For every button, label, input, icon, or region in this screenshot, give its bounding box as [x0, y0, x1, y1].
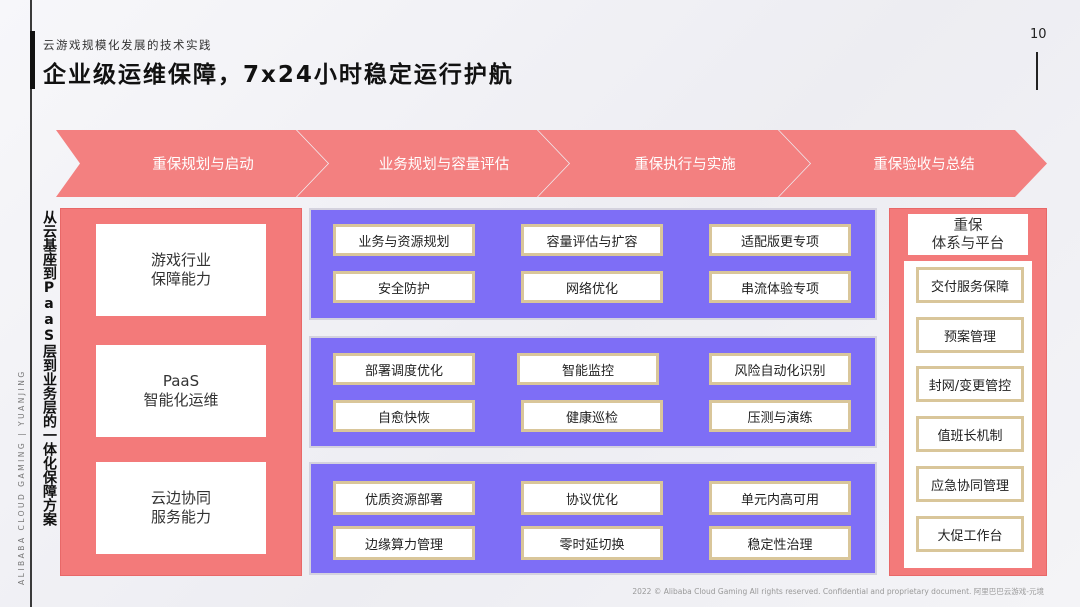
side-brand-text: ALIBABA CLOUD GAMING | YUANJING [17, 369, 26, 585]
platform-item-4: 值班长机制 [916, 416, 1024, 452]
platform-item-2: 预案管理 [916, 317, 1024, 353]
stage-arrow-1: 重保规划与启动 [56, 130, 328, 197]
title-accent-bar [30, 31, 35, 89]
group3-cell-6: 稳定性治理 [709, 526, 851, 560]
capability-line: PaaS [162, 372, 200, 390]
capability-line: 云边协同 [150, 489, 211, 507]
stage-label: 重保执行与实施 [634, 157, 736, 173]
group1-cell-1: 业务与资源规划 [333, 224, 475, 256]
right-header-line: 体系与平台 [931, 235, 1005, 252]
stage-arrow-2: 业务规划与容量评估 [297, 130, 569, 197]
group3-cell-3: 单元内高可用 [709, 481, 851, 515]
group2-cell-2: 智能监控 [517, 353, 659, 385]
stage-label: 重保验收与总结 [873, 157, 975, 173]
platform-item-5: 应急协同管理 [916, 466, 1024, 502]
group1-cell-5: 网络优化 [521, 271, 663, 303]
group1-cell-6: 串流体验专项 [709, 271, 851, 303]
group2-cell-3: 风险自动化识别 [709, 353, 851, 385]
group3-cell-2: 协议优化 [521, 481, 663, 515]
group2-cell-4: 自愈快恢 [333, 400, 475, 432]
group2-cell-6: 压测与演练 [709, 400, 851, 432]
page-number: 10 [1030, 27, 1047, 42]
page-title: 企业级运维保障，7x24小时稳定运行护航 [43, 62, 514, 88]
group1-cell-3: 适配版更专项 [709, 224, 851, 256]
capability-box-cloud-edge: 云边协同服务能力 [96, 462, 266, 554]
capability-box-game-industry: 游戏行业保障能力 [96, 224, 266, 316]
right-header-line: 重保 [953, 217, 983, 234]
platform-item-3: 封网/变更管控 [916, 366, 1024, 402]
group2-cell-1: 部署调度优化 [333, 353, 475, 385]
left-rule [30, 0, 32, 607]
footer-copyright: 2022 © Alibaba Cloud Gaming All rights r… [632, 587, 1044, 596]
stage-arrow-3: 重保执行与实施 [538, 130, 810, 197]
group1-cell-2: 容量评估与扩容 [521, 224, 663, 256]
right-rule [1036, 52, 1038, 90]
capability-line: 保障能力 [150, 270, 211, 288]
platform-item-1: 交付服务保障 [916, 267, 1024, 303]
capability-line: 游戏行业 [150, 251, 211, 269]
stage-arrow-4: 重保验收与总结 [779, 130, 1047, 197]
capability-line: 服务能力 [150, 508, 211, 526]
group3-cell-4: 边缘算力管理 [333, 526, 475, 560]
group3-cell-5: 零时延切换 [521, 526, 663, 560]
group1-cell-4: 安全防护 [333, 271, 475, 303]
right-panel-header: 重保 体系与平台 [908, 214, 1028, 255]
vertical-caption: 从云基座到PaaS层到业务层的一体化保障方案 [41, 210, 57, 526]
group2-cell-5: 健康巡检 [521, 400, 663, 432]
stage-label: 重保规划与启动 [152, 157, 254, 173]
platform-item-6: 大促工作台 [916, 516, 1024, 552]
stage-label: 业务规划与容量评估 [378, 157, 510, 173]
page-subtitle: 云游戏规模化发展的技术实践 [43, 38, 212, 52]
capability-line: 智能化运维 [143, 391, 219, 409]
group3-cell-1: 优质资源部署 [333, 481, 475, 515]
